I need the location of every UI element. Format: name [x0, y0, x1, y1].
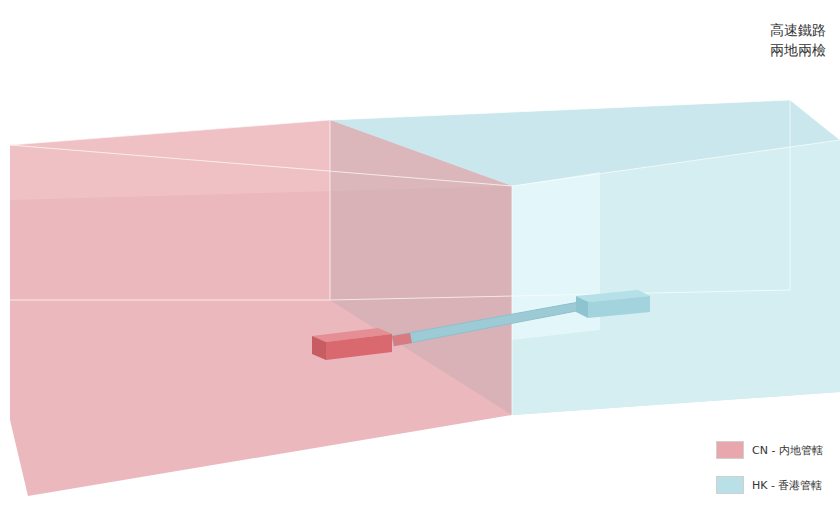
legend-row: HK - 香港管轄	[716, 475, 822, 495]
box-edges	[10, 100, 840, 415]
hk-front	[512, 140, 840, 415]
legend-text: CN - 内地管轄	[752, 443, 823, 458]
hk-block-side	[576, 296, 588, 318]
legend-text: HK - 香港管轄	[752, 478, 822, 493]
cn-block-front	[326, 334, 392, 360]
hk-volume	[330, 100, 840, 415]
link-bar-cn	[392, 333, 412, 346]
legend-row: CN - 内地管轄	[716, 440, 823, 460]
link-bar	[392, 300, 592, 346]
divider-shade	[330, 120, 512, 415]
cn-block-side	[312, 336, 326, 360]
legend-swatch	[716, 441, 744, 459]
diagram-title: 高速鐵路 兩地兩檢	[770, 20, 832, 60]
hk-block-front	[588, 296, 650, 318]
legend-swatch	[716, 476, 744, 494]
cn-volume	[10, 120, 512, 496]
